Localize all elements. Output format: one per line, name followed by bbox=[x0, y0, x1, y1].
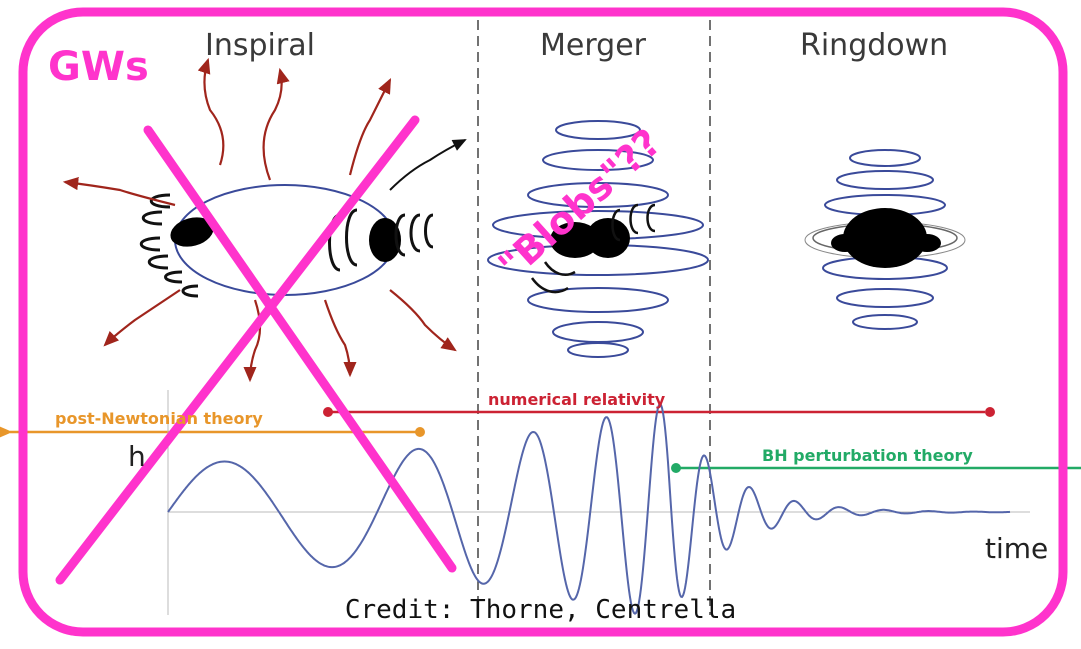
label-post-newtonian: post-Newtonian theory bbox=[55, 409, 263, 428]
spin-coils-right bbox=[328, 208, 434, 272]
black-hole-right bbox=[369, 218, 401, 262]
x-axis-label: time bbox=[985, 532, 1049, 565]
label-bh-perturbation: BH perturbation theory bbox=[762, 446, 973, 465]
numerical-relativity-end bbox=[985, 407, 995, 417]
black-hole-left bbox=[170, 217, 214, 247]
phase-title-inspiral: Inspiral bbox=[205, 28, 315, 63]
cross-out-x bbox=[55, 115, 457, 585]
annotation-gws: GWs bbox=[48, 44, 149, 90]
inspiral-illustration bbox=[62, 57, 467, 383]
phase-title-ringdown: Ringdown bbox=[800, 28, 949, 63]
spin-coils-left bbox=[139, 193, 199, 298]
gw-waveform bbox=[167, 402, 1011, 615]
post-newtonian-end bbox=[415, 427, 425, 437]
y-axis-label: h bbox=[128, 440, 146, 473]
gw-emission-arrow-black bbox=[389, 139, 467, 191]
orbit-ellipse bbox=[174, 184, 396, 296]
credit-text: Credit: Thorne, Centrella bbox=[344, 595, 737, 625]
annotation-frame bbox=[18, 7, 1068, 637]
ringdown-illustration bbox=[804, 149, 966, 330]
numerical-relativity-start bbox=[323, 407, 333, 417]
gw-emission-arrows bbox=[62, 57, 457, 383]
phase-title-merger: Merger bbox=[540, 28, 646, 63]
bh-perturbation-start bbox=[671, 463, 681, 473]
merger-illustration bbox=[487, 120, 709, 358]
label-numerical-relativity: numerical relativity bbox=[488, 390, 666, 409]
